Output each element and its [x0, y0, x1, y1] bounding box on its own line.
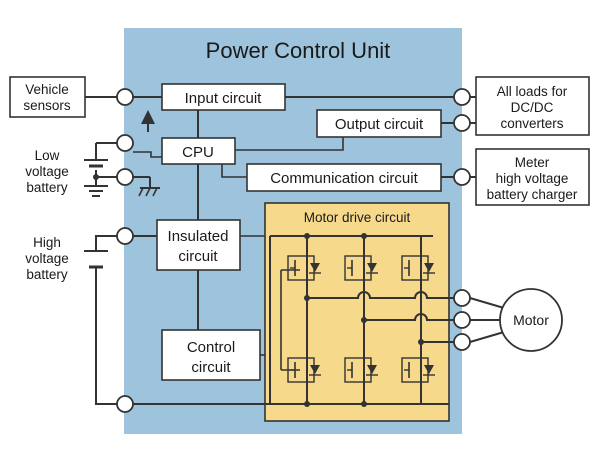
control-circuit-box [161, 329, 261, 381]
igbt-switch-icon [401, 255, 435, 281]
low-voltage-battery-label-line2: voltage [25, 164, 69, 179]
meter-charger-label-line1: Meter [515, 155, 550, 170]
terminal-icon [116, 88, 471, 413]
junction-dots [93, 174, 424, 407]
insulated-circuit-box [156, 219, 241, 271]
low-voltage-battery-label-line1: Low [35, 148, 60, 163]
igbt-switch-icon [401, 357, 435, 383]
high-voltage-battery-label-line2: voltage [25, 251, 69, 266]
cpu-label: CPU [182, 144, 214, 161]
output-circuit-box [316, 109, 442, 138]
output-circuit-label: Output circuit [335, 116, 424, 133]
motor-circle [499, 288, 563, 352]
input-circuit-box [161, 83, 286, 111]
igbt-switch-icon [287, 357, 321, 383]
motor-label: Motor [513, 312, 549, 328]
insulated-circuit-label-line2: circuit [178, 248, 218, 265]
igbt-switch-icon [344, 357, 378, 383]
igbt-switch-icon [344, 255, 378, 281]
dc-dc-loads-label-line2: DC/DC [511, 100, 554, 115]
ground-icon [138, 187, 160, 197]
battery-icon [84, 159, 108, 197]
communication-circuit-label: Communication circuit [270, 170, 418, 187]
input-circuit-label: Input circuit [185, 90, 263, 107]
motor-drive-panel [264, 202, 450, 422]
communication-circuit-box [246, 163, 442, 192]
low-voltage-battery-label-line3: battery [26, 180, 68, 195]
pcu-title: Power Control Unit [206, 38, 391, 63]
control-circuit-label-line1: Control [187, 339, 235, 356]
igbt-switch-icon [287, 255, 321, 281]
cpu-box [161, 137, 236, 165]
vehicle-sensors-label-line2: sensors [23, 98, 71, 113]
meter-charger-label-line2: high voltage [496, 171, 569, 186]
vehicle-sensors-box [9, 76, 86, 118]
high-voltage-battery-label-line1: High [33, 235, 61, 250]
meter-charger-box [475, 148, 590, 206]
dc-dc-loads-box [475, 76, 590, 136]
up-arrow-icon [141, 110, 155, 132]
meter-charger-label-line3: battery charger [487, 187, 578, 202]
control-circuit-label-line2: circuit [191, 359, 231, 376]
motor-drive-label: Motor drive circuit [304, 210, 411, 225]
insulated-circuit-label-line1: Insulated [168, 228, 229, 245]
battery-icon [84, 250, 108, 269]
high-voltage-battery-label-line3: battery [26, 267, 68, 282]
wiring [85, 96, 505, 405]
dc-dc-loads-label-line1: All loads for [497, 84, 568, 99]
vehicle-sensors-label-line1: Vehicle [25, 82, 69, 97]
dc-dc-loads-label-line3: converters [500, 116, 563, 131]
